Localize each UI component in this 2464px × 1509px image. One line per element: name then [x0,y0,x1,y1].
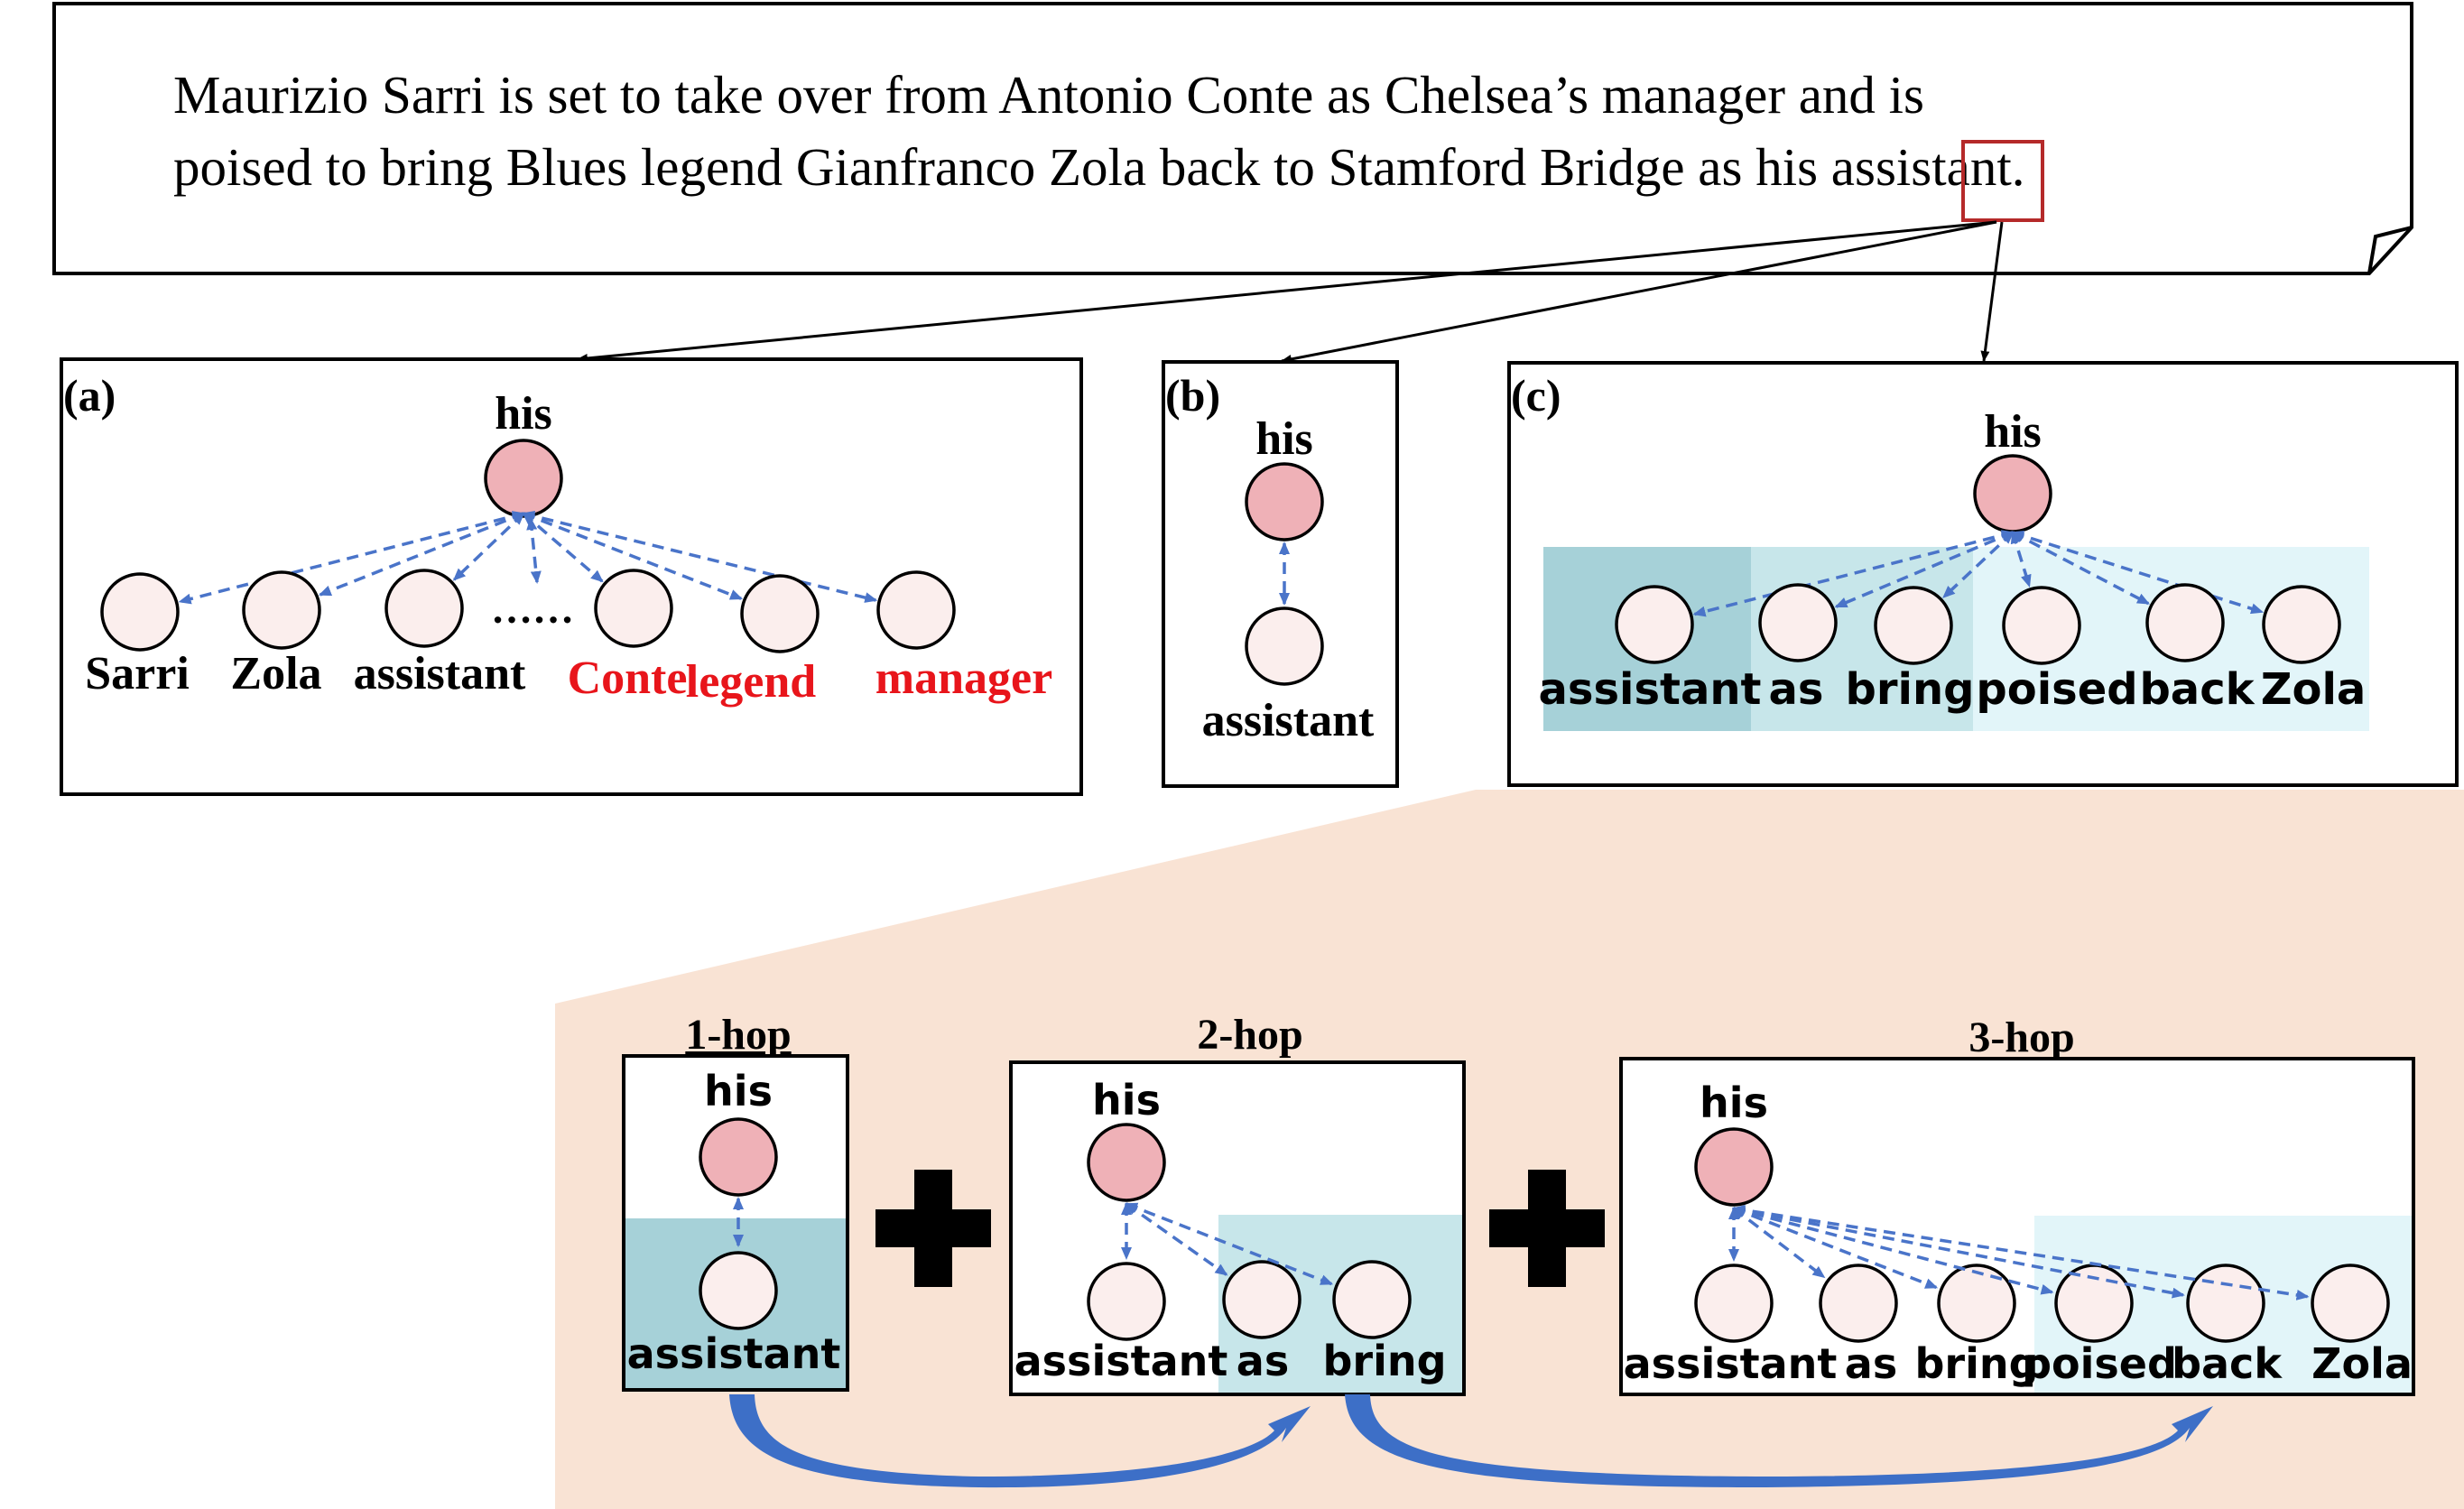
panel-c-label: (c) [1511,370,1561,421]
panel-a-word-node [100,572,180,652]
panel-a-label: (a) [63,370,116,421]
panel-a-center-node [484,439,563,518]
hop-2-center-label: his [1092,1076,1161,1125]
panel-c-word-node [2002,586,2081,665]
hop-1-word-label: assistant [627,1329,841,1378]
hop-1-center-label: his [704,1067,773,1116]
highlighted-word: his [1755,137,1818,197]
hop-3-word-label: back [2172,1339,2283,1388]
hop-1-center-node [699,1117,778,1197]
panel-c-word-node [1758,583,1838,662]
hop-2-word-label: bring [1322,1337,1446,1385]
panel-b-center-node [1245,462,1324,542]
panel-a-word-label: assistant [354,648,526,699]
panel-c-word-label: poised [1976,664,2137,715]
hop-3-word-label: as [1845,1339,1897,1388]
panel-a-word-label: Zola [230,648,321,699]
hop-2-word-node [1332,1260,1412,1339]
panel-c-word-label: assistant [1538,664,1761,715]
hop-1-title: 1-hop [685,1011,791,1059]
hop-3-word-node [1937,1264,2016,1343]
panel-c-word-label: Zola [2261,664,2367,715]
sentence-line-1: Maurizio Sarri is set to take over from … [173,65,1924,125]
panel-a-word-node [740,574,820,653]
panel-c-center-node [1973,454,2052,533]
panel-b: (b) his assistant [1162,360,1399,788]
hop-3-word-node [2186,1264,2265,1343]
panel-a-word-label: manager [875,653,1052,704]
panel-a-word-node [384,569,464,648]
hop-3-word-label: Zola [2311,1339,2413,1388]
hop-3-word-node [1694,1264,1774,1343]
hop-3-word-node [2311,1264,2390,1343]
sentence-box: Maurizio Sarri is set to take over from … [52,2,2413,275]
highlight-box [1961,140,2044,222]
panel-b-word-node [1245,606,1324,686]
hop-1-word-node [699,1251,778,1330]
panel-c-edge [1942,531,2015,598]
hop-2-word-node [1087,1262,1166,1341]
hop-2-word-node [1222,1260,1301,1339]
panel-c-word-label: back [2139,664,2255,715]
plus-icon-2 [1489,1170,1605,1287]
panel-c-edge [1834,531,2015,608]
panel-c-edge [1692,530,2015,617]
panel-arrows [577,220,2004,364]
panel-a-center-label: his [495,388,552,440]
hop-3-word-node [1819,1264,1898,1343]
panel-c-word-node [1615,585,1694,664]
hop-3-center-node [1694,1127,1774,1207]
panel-a-word-node [876,570,956,650]
hop-2-center-node [1087,1123,1166,1202]
panel-b-label: (b) [1165,370,1220,421]
sentence-line-2: poised to bring Blues legend Gianfranco … [173,137,2024,197]
hop-3-word-label: poised [2022,1339,2177,1388]
plus-icon-1 [875,1170,991,1287]
hop-3-word-label: assistant [1624,1339,1838,1388]
hop-3-edge [1732,1204,2310,1301]
hop-1-panel: 1-hop his assistant [622,1011,849,1392]
panel-a-word-label: Conte [568,653,688,704]
panel-c-center-label: his [1984,406,2042,458]
hop-2-title: 2-hop [1197,1011,1302,1059]
hop-3-title: 3-hop [1968,1014,2074,1061]
panel-b-center-label: his [1255,413,1313,465]
panel-a-word-node [242,570,321,650]
panel-b-word-label: assistant [1202,695,1375,746]
hop-2-word-label: assistant [1014,1337,1228,1385]
panel-c-word-node [2145,583,2225,662]
panel-c-word-node [2262,585,2341,664]
panel-a-word-label: Sarri [85,648,190,699]
panel-c-word-node [1874,586,1953,665]
panel-a-word-node [594,569,673,648]
hop-3-word-label: bring [1914,1339,2038,1388]
panel-c-word-label: bring [1845,664,1974,715]
panel-a-edge [526,517,542,584]
panel-a-edge [452,512,525,581]
panel-a-word-label: legend [686,656,817,708]
panel-c-word-label: as [1769,664,1824,715]
panel-c-edge [2011,530,2265,615]
hop-3-center-label: his [1700,1079,1768,1127]
panel-a-edge [522,511,878,603]
hop-2-word-label: as [1237,1337,1289,1385]
panel-a-ellipsis: …… [491,586,574,632]
panel-a: (a) his …… Sarri Zola assistant Contelegend… [60,357,1083,796]
